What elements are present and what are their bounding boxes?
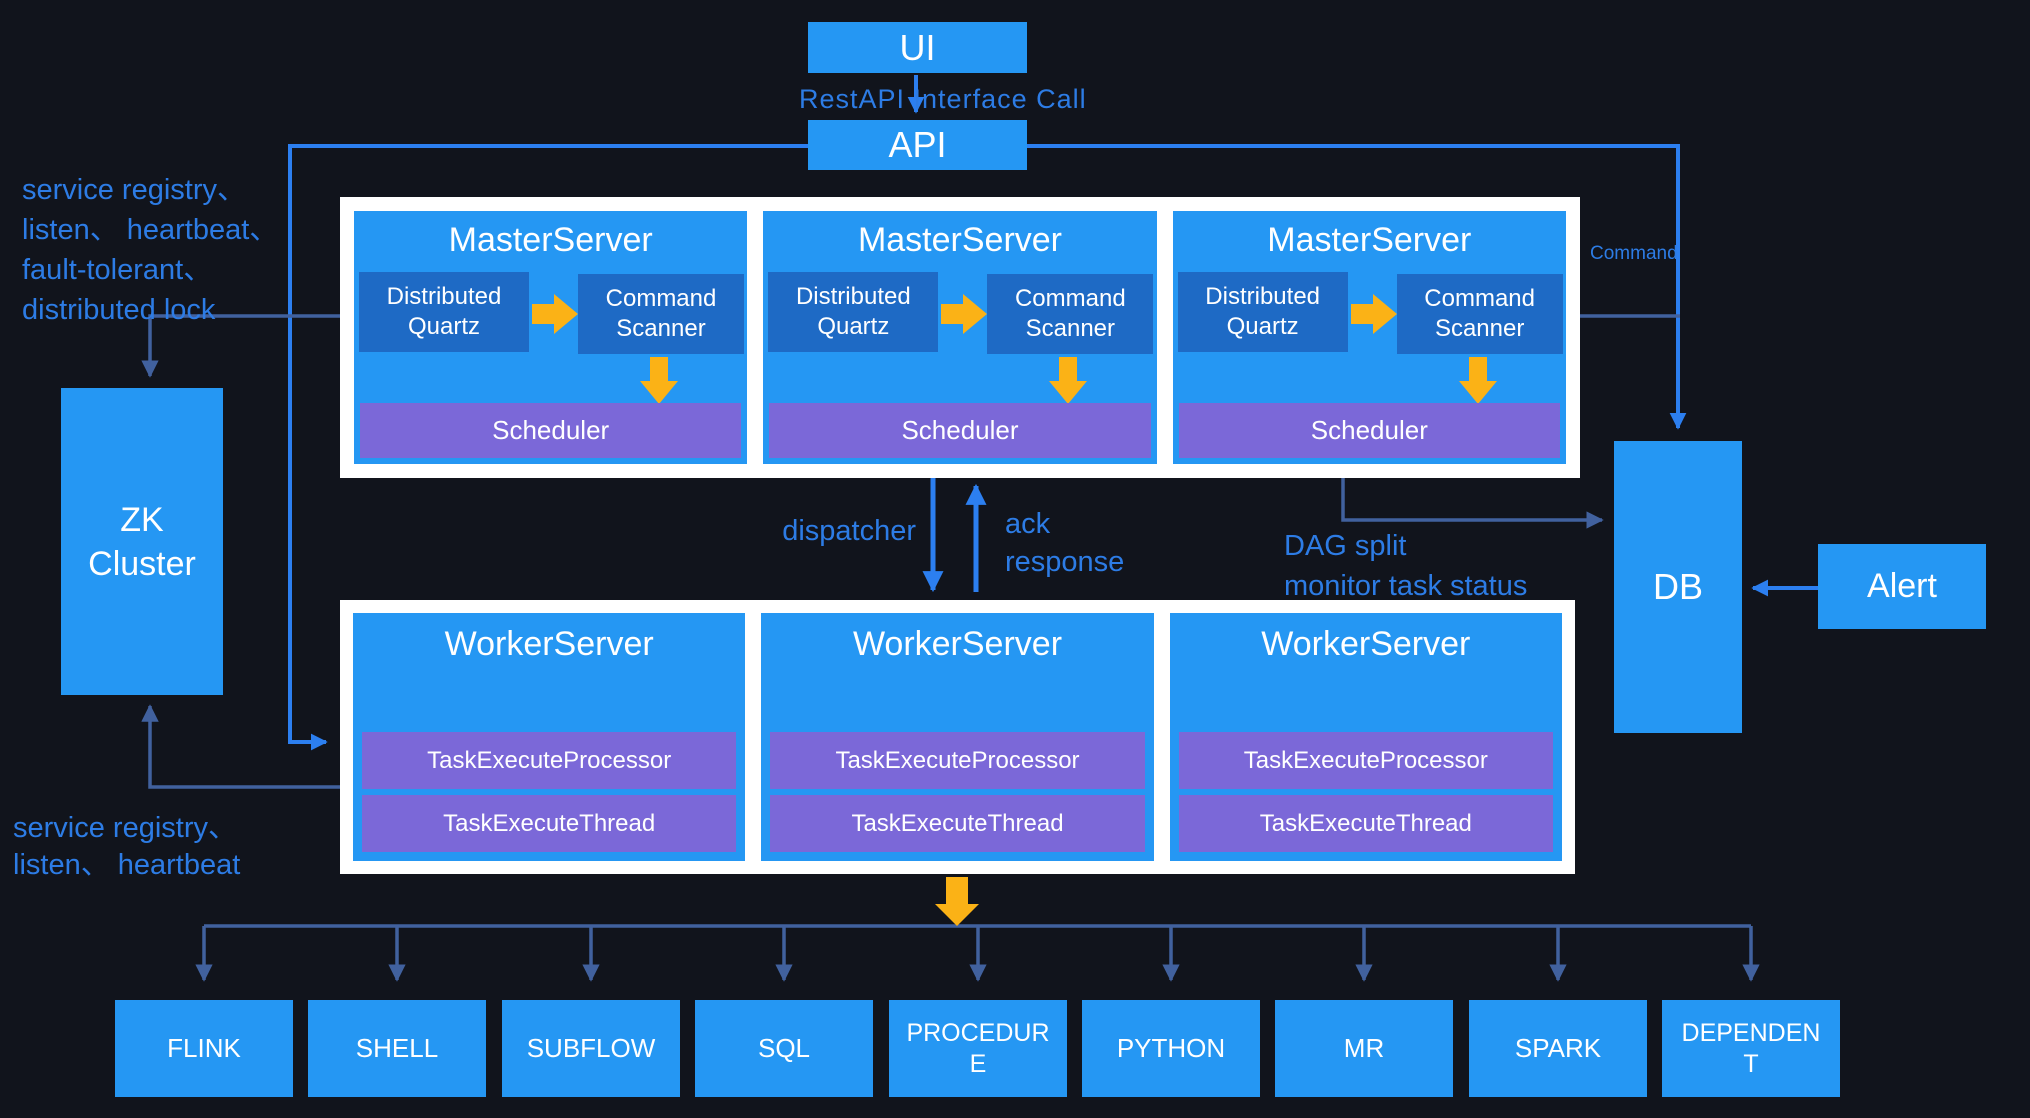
master-server-node: MasterServer Distributed Quartz Command … xyxy=(354,211,748,464)
yellow-down-arrow-icon xyxy=(1458,357,1497,404)
ack-response-label: ack response xyxy=(1005,508,1125,578)
task-execute-thread-bar: TaskExecuteThread xyxy=(1178,795,1553,852)
zk-cluster-node: ZK Cluster xyxy=(61,388,223,695)
line-api-to-worker xyxy=(288,144,808,751)
master-title: MasterServer xyxy=(448,221,653,259)
task-label: SPARK xyxy=(1514,1033,1602,1063)
task-label: SQL xyxy=(757,1033,811,1063)
zk-services-note: service registry、 listen、 heartbeat、 fau… xyxy=(22,174,279,326)
task-execute-processor-bar: TaskExecuteProcessor xyxy=(362,732,737,789)
worker-server-node: WorkerServer TaskExecuteProcessor TaskEx… xyxy=(353,613,746,861)
command-scanner-node: Command Scanner xyxy=(987,274,1154,354)
command-scanner-node: Command Scanner xyxy=(578,274,744,354)
yellow-right-arrow-icon xyxy=(532,294,578,334)
master-server-node: MasterServer Distributed Quartz Command … xyxy=(1172,211,1566,464)
task-box-python: PYTHON xyxy=(1082,1000,1260,1097)
worker-title: WorkerServer xyxy=(1261,625,1471,663)
distributed-quartz-node: Distributed Quartz xyxy=(768,272,939,352)
zk-cluster-label: ZK Cluster xyxy=(88,500,196,583)
master-cluster-container: MasterServer Distributed Quartz Command … xyxy=(340,197,1580,478)
api-node: API xyxy=(808,120,1027,170)
worker-title: WorkerServer xyxy=(444,625,654,663)
scheduler-bar: Scheduler xyxy=(769,403,1151,458)
master-server-node: MasterServer Distributed Quartz Command … xyxy=(763,211,1157,464)
task-execute-processor-bar: TaskExecuteProcessor xyxy=(770,732,1145,789)
master-title: MasterServer xyxy=(857,221,1063,259)
task-box-dependent: DEPENDENT xyxy=(1662,1000,1840,1097)
line-master-to-zk xyxy=(141,314,340,378)
alert-node: Alert xyxy=(1818,544,1986,629)
command-label: Command xyxy=(1590,243,1678,264)
worker-server-node: WorkerServer TaskExecuteProcessor TaskEx… xyxy=(1169,613,1562,861)
task-box-spark: SPARK xyxy=(1469,1000,1647,1097)
task-box-subflow: SUBFLOW xyxy=(502,1000,680,1097)
worker-cluster-container: WorkerServer TaskExecuteProcessor TaskEx… xyxy=(340,600,1575,874)
command-scanner-node: Command Scanner xyxy=(1396,274,1563,354)
line-scheduler-to-db xyxy=(1341,458,1604,529)
task-label: SUBFLOW xyxy=(526,1033,656,1063)
task-label: SHELL xyxy=(355,1033,439,1063)
task-label: PYTHON xyxy=(1116,1033,1226,1063)
scheduler-bar: Scheduler xyxy=(1178,403,1560,458)
yellow-right-arrow-icon xyxy=(1350,294,1397,334)
task-box-shell: SHELL xyxy=(308,1000,486,1097)
task-execute-thread-bar: TaskExecuteThread xyxy=(770,795,1145,852)
task-box-mr: MR xyxy=(1275,1000,1453,1097)
distributed-quartz-node: Distributed Quartz xyxy=(1177,272,1348,352)
line-api-to-db xyxy=(1027,144,1687,430)
task-box-procedure: PROCEDURE xyxy=(889,1000,1067,1097)
db-label: DB xyxy=(1652,566,1703,607)
task-execute-thread-bar: TaskExecuteThread xyxy=(362,795,737,852)
dag-split-label: DAG split monitor task status xyxy=(1284,530,1528,602)
yellow-right-arrow-icon xyxy=(941,294,988,334)
restapi-call-label: RestAPI Interface Call xyxy=(799,84,1087,114)
master-title: MasterServer xyxy=(1267,221,1472,259)
distributed-quartz-node: Distributed Quartz xyxy=(359,272,529,352)
ui-label: UI xyxy=(899,26,936,68)
task-execute-processor-bar: TaskExecuteProcessor xyxy=(1178,732,1553,789)
alert-label: Alert xyxy=(1867,567,1937,605)
api-label: API xyxy=(888,124,947,165)
worker-title: WorkerServer xyxy=(852,625,1063,663)
task-box-flink: FLINK xyxy=(115,1000,293,1097)
task-label: DEPENDENT xyxy=(1681,1018,1821,1078)
yellow-down-arrow-icon xyxy=(640,357,678,404)
scheduler-bar: Scheduler xyxy=(360,403,742,458)
task-label: PROCEDURE xyxy=(906,1018,1050,1078)
db-node: DB xyxy=(1614,441,1742,733)
dispatcher-label: dispatcher xyxy=(782,515,916,547)
worker-server-node: WorkerServer TaskExecuteProcessor TaskEx… xyxy=(761,613,1154,861)
task-box-sql: SQL xyxy=(695,1000,873,1097)
task-label: MR xyxy=(1343,1033,1385,1063)
line-worker-to-zk xyxy=(141,704,340,789)
task-label: FLINK xyxy=(167,1033,241,1063)
worker-output-arrow-icon xyxy=(935,877,979,926)
yellow-down-arrow-icon xyxy=(1049,357,1088,404)
worker-services-note: service registry、 listen、 heartbeat xyxy=(13,812,241,881)
ui-node: UI xyxy=(808,22,1027,73)
